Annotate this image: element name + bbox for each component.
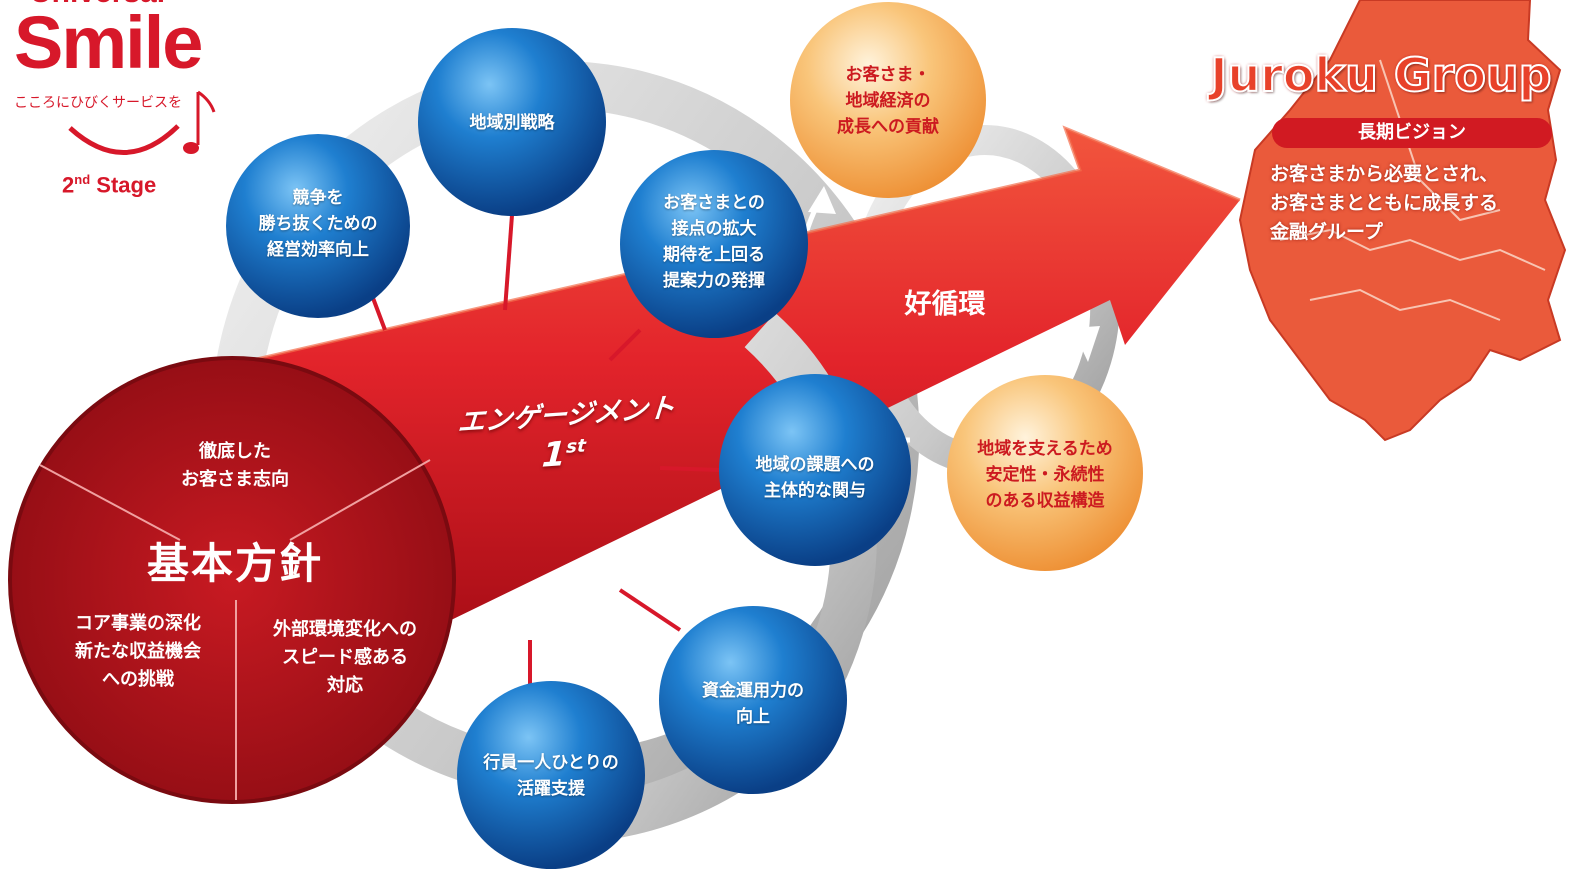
logo-stage: 2nd Stage [62,172,156,198]
core-segment-customer: 徹底した お客さま志向 [181,441,289,490]
strategy-label-staff-support: 行員一人ひとりの 活躍支援 [483,753,619,799]
sphere-staff-support [457,681,645,869]
sphere-fund-management [659,606,847,794]
sphere-regional-strategy [418,28,606,216]
logo-universal: Universal [30,0,250,8]
sphere-contribution [790,2,986,198]
cycle-label-contribution: お客さま・ 地域経済の 成長への貢献 [837,65,939,137]
engagement-arrow [230,128,1240,640]
core-segment-environment: 外部環境変化への スピード感ある 対応 [273,619,417,696]
cycle-label-earnings: 地域を支えるため 安定性・永続性 のある収益構造 [977,439,1113,511]
core-policy-disc [10,358,454,802]
core-title: 基本方針 [146,539,323,588]
logo-wordmark: Smile [14,1,203,84]
engagement-ordinal: st [565,435,587,458]
strategy-label-customer-contact: お客さまとの 接点の拡大 期待を上回る 提案力の発揮 [663,193,765,291]
group-name: Juroku Group [1209,47,1552,103]
smile-mark [68,124,180,155]
sphere-earnings-structure [947,375,1143,571]
sphere-regional-issues [719,374,911,566]
region-map [1238,0,1567,442]
sphere-efficiency [226,134,410,318]
logo-tagline: こころにひびくサービスを [14,95,182,111]
vision-text: お客さまから必要とされ、 お客さまとともに成長する 金融グループ [1270,163,1499,243]
good-cycle-label: 好循環 [904,289,986,320]
engagement-number: 1 [540,434,568,476]
stage-number: 2 [62,172,75,198]
stage-ordinal: nd [74,172,91,187]
core-segment-core-business: コア事業の深化 新たな収益機会 への挑戦 [75,613,201,690]
vision-label: 長期ビジョン [1272,118,1552,148]
stage-word: Stage [96,172,157,198]
strategy-label-regional-issues: 地域の課題への 主体的な関与 [755,455,875,501]
sphere-customer-contact [620,150,808,338]
strategy-label-regional: 地域別戦略 [469,113,555,133]
strategy-label-fund-management: 資金運用力の 向上 [702,681,804,727]
strategy-label-efficiency: 競争を 勝ち抜くための 経営効率向上 [258,188,378,260]
